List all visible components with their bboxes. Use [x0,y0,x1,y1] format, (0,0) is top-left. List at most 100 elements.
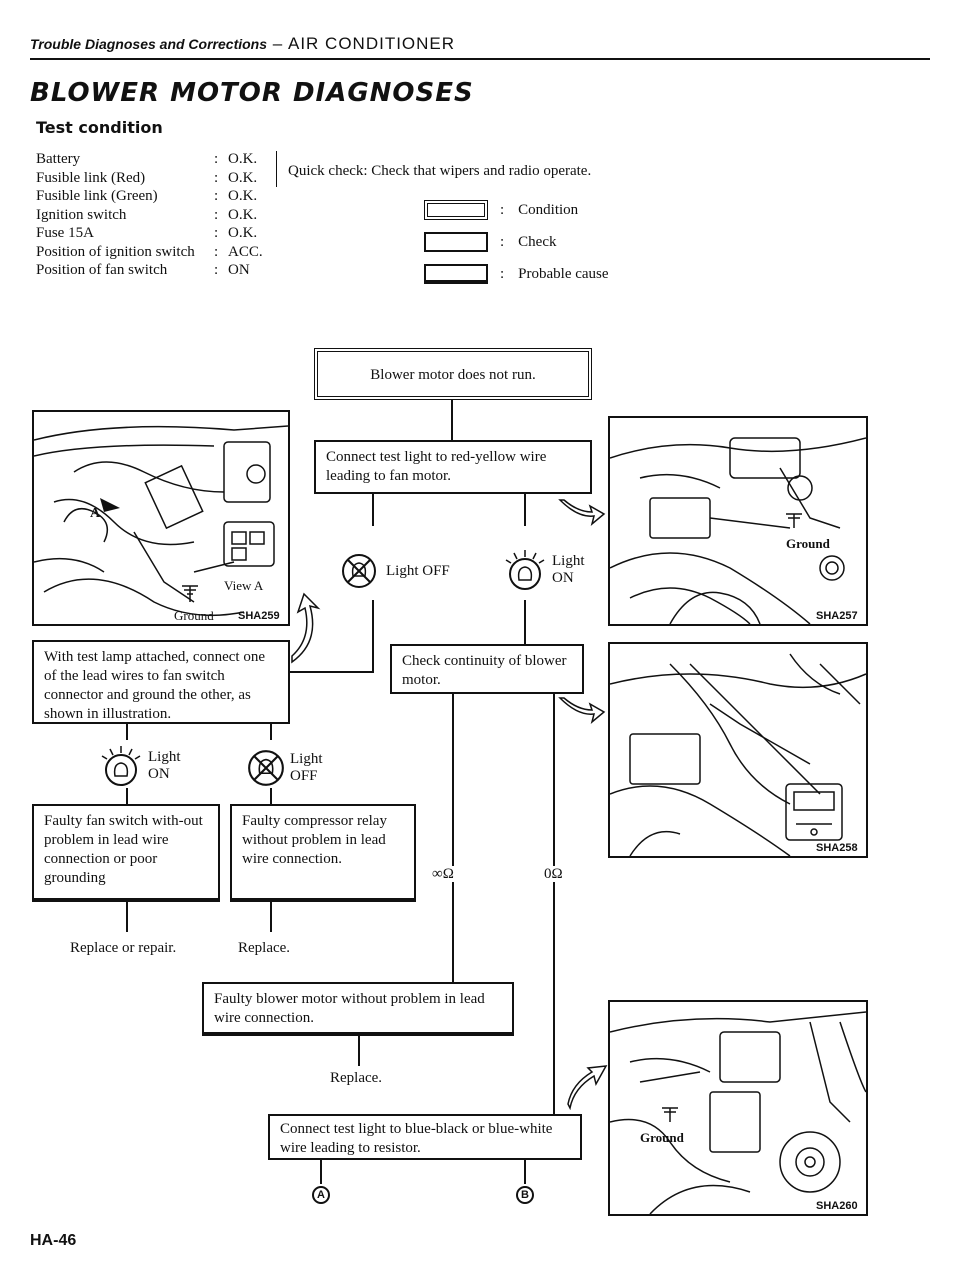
replace-relay-text: Replace. [238,940,291,956]
connect-blue-text: Connect test light to blue-black or blue… [280,1121,553,1156]
condition-row: Fusible link (Green): O.K. [36,187,263,206]
red-yellow-wire-illustration [610,437,866,624]
start-condition-box: Blower motor does not run. [314,348,592,400]
page-header: Trouble Diagnoses and Corrections – AIR … [30,34,455,54]
faulty-fan-switch-box: Faulty fan switch with-out problem in le… [32,804,220,902]
legend-probable-label: Probable cause [518,265,609,282]
condition-value: O.K. [228,169,258,186]
pointer-arrow-icon [558,499,606,527]
condition-row: Position of fan switch:ON [36,261,263,280]
condition-row: Fusible link (Red):O.K. [36,169,263,188]
header-section: AIR CONDITIONER [287,34,456,53]
lamp-off-state: OFF [290,768,318,784]
infinite-ohm-text: ∞Ω [432,866,454,882]
flow-line [126,722,128,740]
connect-blue-box: Connect test light to blue-black or blue… [268,1114,582,1160]
figure-ground-label: Ground [174,608,214,623]
condition-row: Ignition switch:O.K. [36,206,263,225]
flow-line [290,671,374,673]
figure-ground-label: Ground [786,536,830,551]
header-dash: – [267,34,288,53]
condition-label: Position of ignition switch [36,243,195,260]
test-lamp-text: With test lamp attached, connect one of … [44,649,265,722]
legend-check-label: Check [518,233,557,250]
flow-line [553,882,555,1116]
legend-check-box [424,232,488,252]
lamp-on-light-word: Light [148,749,181,765]
flow-line [372,600,374,672]
page-number: HA-46 [30,1232,77,1249]
figure-view-tag: A [90,506,101,521]
flow-line [270,788,272,804]
legend-condition: : Condition [424,200,578,220]
condition-value: O.K. [228,225,258,241]
lamp-off-light-word: Light [290,751,323,767]
condition-value: O.K. [228,151,258,167]
figure-view-label: View A [224,578,264,593]
condition-value: O.K. [228,188,258,204]
connect-red-yellow-box: Connect test light to red-yellow wire le… [314,440,592,494]
condition-colon: : [214,262,219,278]
flow-line [524,600,526,644]
condition-colon: : [214,188,219,204]
condition-colon: : [214,206,219,223]
legend-colon: : [500,265,505,282]
flow-line [126,788,128,804]
condition-label: Battery [36,151,81,167]
connector-b-marker: B [516,1186,534,1204]
condition-colon: : [214,225,219,241]
condition-value: O.K. [228,206,258,223]
lamp-off-icon [342,554,376,588]
figure-code: SHA258 [816,842,858,854]
fan-switch-illustration [34,425,288,617]
lamp-off-icon [248,750,284,786]
flow-line [524,1158,526,1184]
legend-colon: : [500,201,505,218]
faulty-fan-switch-text: Faulty fan switch with-out problem in le… [44,813,203,886]
legend-colon: : [500,233,505,250]
faulty-blower-box: Faulty blower motor without problem in l… [202,982,514,1036]
condition-row: Battery:O.K. [36,150,263,169]
test-condition-heading: Test condition [36,118,163,137]
flow-line [553,692,555,866]
faulty-blower-text: Faulty blower motor without problem in l… [214,991,485,1026]
page-title: BLOWER MOTOR DIAGNOSES [30,78,474,108]
connector-a-marker: A [312,1186,330,1204]
condition-label: Position of fan switch [36,262,168,278]
quick-check-text: Quick check: Check that wipers and radio… [288,163,592,179]
replace-or-repair-text: Replace or repair. [70,940,177,956]
connect-red-yellow-text: Connect test light to red-yellow wire le… [326,449,547,484]
pointer-arrow-icon [558,697,606,725]
flow-line [270,900,272,932]
condition-label: Fusible link (Green) [36,188,158,204]
legend-probable: : Probable cause [424,264,609,284]
lamp-on-state: ON [148,766,170,782]
continuity-check-illustration [610,653,866,856]
lamp-on-icon [101,746,141,786]
flow-line [358,1034,360,1066]
header-rule [30,58,930,60]
start-condition-text: Blower motor does not run. [370,367,536,383]
blue-wire-resistor-illustration [610,1011,866,1214]
condition-row: Fuse 15A: O.K. [36,224,263,243]
condition-colon: : [214,169,219,186]
flow-line [452,692,454,866]
quick-check-bracket [276,151,277,187]
flow-line [451,398,453,440]
zero-ohm-text: 0Ω [544,866,563,882]
figure-ground-label: Ground [640,1130,684,1145]
conditions-list: Battery:O.K. Fusible link (Red):O.K. Fus… [36,150,263,280]
condition-label: Fuse 15A [36,225,94,241]
flow-line [270,722,272,740]
flow-line [452,882,454,982]
lamp-on-light-word: Light [552,553,585,569]
faulty-relay-text: Faulty compressor relay without problem … [242,813,387,867]
lamp-on-state: ON [552,570,574,586]
figure-fan-switch-connector: A View A Ground SHA259 [32,410,290,626]
lamp-off-label: Light OFF [386,562,450,579]
check-continuity-box: Check continuity of blower motor. [390,644,584,694]
